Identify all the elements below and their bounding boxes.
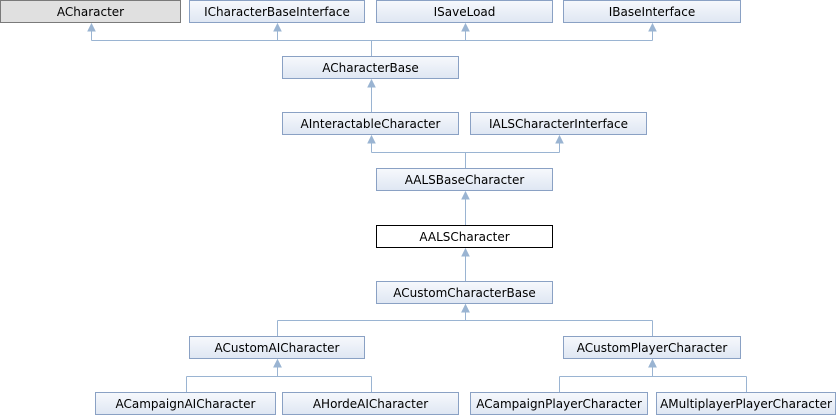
- node-aalsbasecharacter[interactable]: AALSBaseCharacter: [376, 168, 553, 191]
- edge-acharacterbase-to-icharacterbaseinterface-arrowhead: [273, 22, 282, 32]
- edge-acharacterbase-to-isaveload-arrowhead: [461, 22, 470, 32]
- node-aalscharacter: AALSCharacter: [376, 225, 553, 248]
- node-ialscharacterinterface[interactable]: IALSCharacterInterface: [470, 112, 647, 135]
- edge-acustomcharacterbase-to-aalscharacter-arrowhead: [461, 247, 470, 257]
- node-icharacterbaseinterface[interactable]: ICharacterBaseInterface: [189, 0, 365, 23]
- node-acharacter: ACharacter: [0, 0, 181, 23]
- edge-amultiplayerplayercharacter-to-acustomplayercharacter-arrowhead: [648, 358, 657, 368]
- edge-acharacterbase-to-acharacter-arrowhead: [87, 22, 96, 32]
- node-ahordeaicharacter[interactable]: AHordeAICharacter: [282, 392, 459, 415]
- node-ibaseinterface[interactable]: IBaseInterface: [563, 0, 741, 23]
- node-ainteractablecharacter[interactable]: AInteractableCharacter: [282, 112, 459, 135]
- node-acampaignplayercharacter[interactable]: ACampaignPlayerCharacter: [470, 392, 648, 415]
- node-acustomcharacterbase[interactable]: ACustomCharacterBase: [376, 281, 553, 304]
- edge-ahordeaicharacter-to-acustomaicharacter-arrowhead: [273, 358, 282, 368]
- edge-aalscharacter-to-aalsbasecharacter-arrowhead: [461, 190, 470, 200]
- node-amultiplayerplayercharacter[interactable]: AMultiplayerPlayerCharacter: [656, 392, 836, 415]
- edge-aalsbasecharacter-to-ialscharacterinterface-arrowhead: [555, 134, 564, 144]
- node-acharacterbase[interactable]: ACharacterBase: [282, 56, 459, 79]
- edge-acustomplayercharacter-to-acustomcharacterbase-arrowhead: [461, 303, 470, 313]
- node-isaveload[interactable]: ISaveLoad: [376, 0, 553, 23]
- node-acampaignaicharacter[interactable]: ACampaignAICharacter: [95, 392, 276, 415]
- edge-acharacterbase-to-ibaseinterface-arrowhead: [648, 22, 657, 32]
- node-acustomaicharacter[interactable]: ACustomAICharacter: [189, 336, 365, 359]
- node-acustomplayercharacter[interactable]: ACustomPlayerCharacter: [563, 336, 741, 359]
- edge-aalsbasecharacter-to-ainteractablecharacter-arrowhead: [367, 134, 376, 144]
- edge-ainteractablecharacter-to-acharacterbase-arrowhead: [367, 78, 376, 88]
